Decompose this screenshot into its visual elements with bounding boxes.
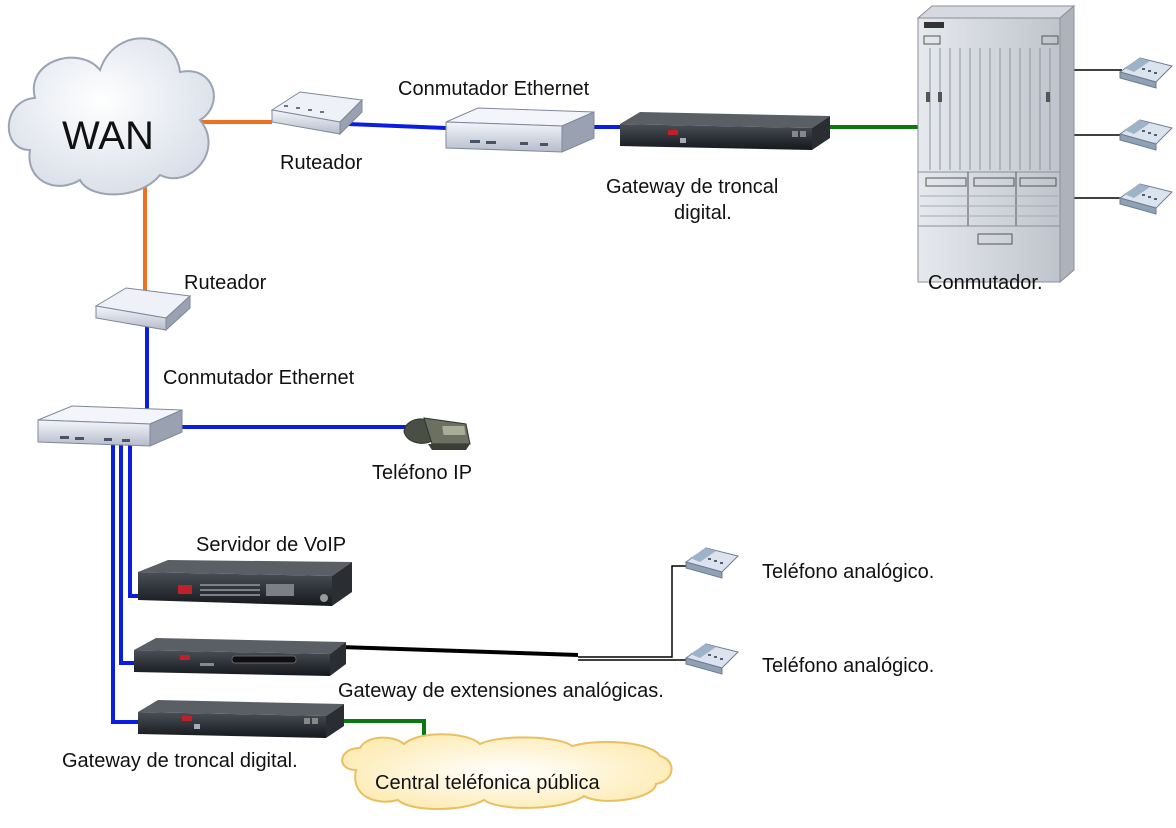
ip-phone-label: Teléfono IP bbox=[372, 462, 473, 484]
analog-gateway-label: Gateway de extensiones analógicas. bbox=[338, 680, 664, 702]
switch-left-label: Conmutador Ethernet bbox=[163, 367, 355, 389]
switch-icon[interactable] bbox=[37, 405, 183, 447]
voip-server-label: Servidor de VoIP bbox=[196, 534, 347, 556]
cloud-icon bbox=[341, 733, 673, 810]
analog-link-phone1 bbox=[578, 565, 688, 658]
analog-link-gateway bbox=[339, 645, 579, 657]
rack-unit-icon[interactable] bbox=[620, 112, 830, 150]
desk-phone-icon[interactable] bbox=[1118, 183, 1173, 215]
desk-phone-icon[interactable] bbox=[1118, 57, 1173, 89]
pbx-label: Conmutador. bbox=[928, 272, 1043, 294]
router-left-label: Ruteador bbox=[184, 272, 267, 294]
desk-phone-icon[interactable] bbox=[684, 643, 739, 675]
desk-phone-icon[interactable] bbox=[1118, 119, 1173, 151]
gateway-top-label-line2: digital. bbox=[674, 202, 732, 224]
pbx-cabinet-icon[interactable] bbox=[916, 4, 1076, 284]
cloud-icon bbox=[7, 37, 215, 196]
rack-unit-icon[interactable] bbox=[138, 560, 352, 606]
rack-unit-icon[interactable] bbox=[134, 638, 346, 676]
digital-gateway-bottom-label: Gateway de troncal digital. bbox=[62, 750, 298, 772]
router-icon[interactable] bbox=[94, 287, 192, 332]
gateway-top-label-line1: Gateway de troncal bbox=[606, 176, 779, 198]
router-top-label: Ruteador bbox=[280, 152, 363, 174]
desk-phone-icon[interactable] bbox=[684, 547, 739, 579]
analog-phone-2-label: Teléfono analógico. bbox=[762, 655, 935, 677]
wan-label: WAN bbox=[62, 114, 154, 158]
links bbox=[111, 69, 1122, 748]
switch-icon[interactable] bbox=[445, 107, 595, 153]
pstn-label: Central teléfonica pública bbox=[375, 772, 600, 794]
router-icon[interactable] bbox=[270, 91, 364, 136]
switch-top-label: Conmutador Ethernet bbox=[398, 78, 590, 100]
ip-phone-icon[interactable] bbox=[403, 417, 471, 450]
eth-link-router-switch-top bbox=[347, 122, 447, 130]
rack-unit-icon[interactable] bbox=[138, 700, 344, 738]
analog-phone-1-label: Teléfono analógico. bbox=[762, 561, 935, 583]
